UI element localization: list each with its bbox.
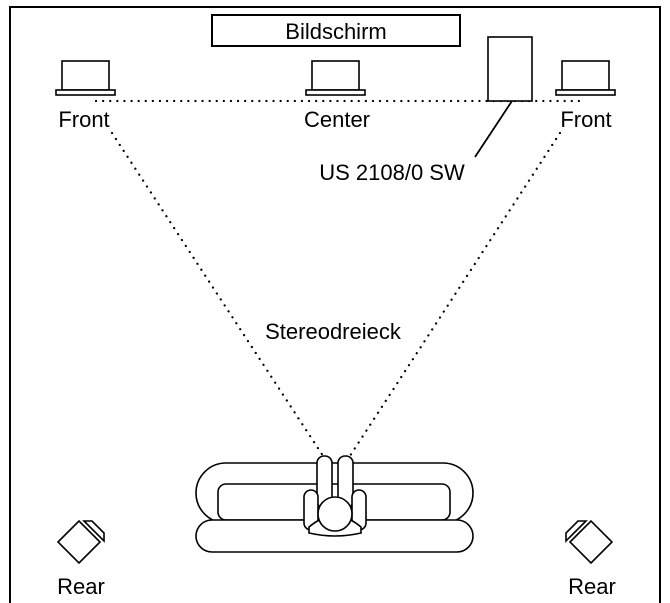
screen: Bildschirm xyxy=(211,14,461,47)
stereo-triangle-label: Stereodreieck xyxy=(265,319,402,344)
front-left-speaker-top xyxy=(61,60,110,91)
rear-right-speaker-body xyxy=(568,519,614,565)
subwoofer-box xyxy=(487,36,533,102)
screen-box xyxy=(211,14,461,47)
listener-icon xyxy=(303,455,367,537)
front-right-speaker-base xyxy=(555,89,616,96)
center-speaker-top xyxy=(311,60,360,91)
center-label: Center xyxy=(304,107,370,132)
screen-label: Bildschirm xyxy=(285,19,386,44)
front-left-speaker-base xyxy=(55,89,116,96)
rear-right-speaker-side xyxy=(565,520,588,543)
rear-left-label: Rear xyxy=(57,574,105,599)
front-left-speaker xyxy=(55,60,116,96)
room-outline xyxy=(9,6,661,603)
listener-head xyxy=(317,496,353,532)
rear-left-speaker-side xyxy=(82,520,105,543)
front-right-speaker-top xyxy=(561,60,610,91)
triangle-left-side xyxy=(110,131,329,464)
front-right-speaker xyxy=(555,60,616,96)
front-left-label: Front xyxy=(58,107,109,132)
center-speaker xyxy=(305,60,366,96)
subwoofer-label: US 2108/0 SW xyxy=(319,160,465,185)
rear-right-label: Rear xyxy=(568,574,616,599)
rear-left-speaker xyxy=(56,519,105,565)
center-speaker-base xyxy=(305,89,366,96)
triangle-right-side xyxy=(344,131,562,464)
front-right-label: Front xyxy=(560,107,611,132)
rear-left-speaker-body xyxy=(56,519,102,565)
rear-right-speaker xyxy=(565,519,614,565)
subwoofer-pointer xyxy=(474,100,513,158)
